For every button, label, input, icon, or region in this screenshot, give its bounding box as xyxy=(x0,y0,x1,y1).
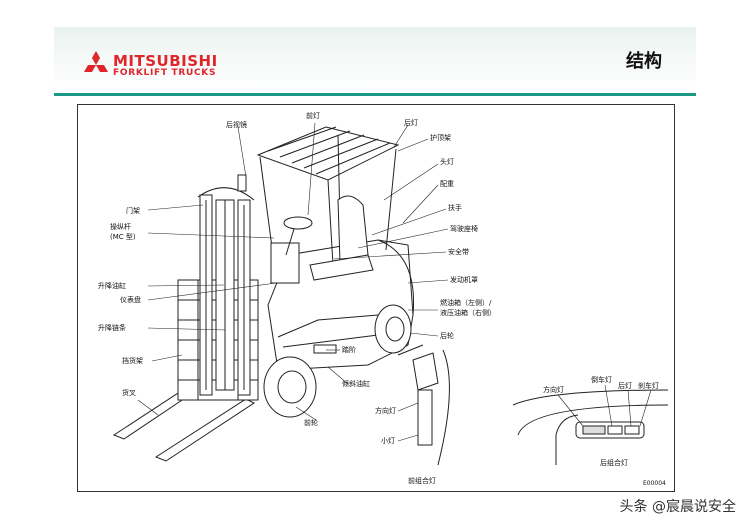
label-head-light: 头灯 xyxy=(440,157,454,166)
forklift-structure-diagram: 后视镜 前灯 后灯 护顶架 头灯 配重 门架 操纵杆 (MC 型) 扶手 驾驶座… xyxy=(98,111,669,487)
label-engine-hood: 发动机罩 xyxy=(450,275,478,284)
label-seat: 驾驶座椅 xyxy=(450,224,478,233)
label-control-lever-mc: (MC 型) xyxy=(110,232,136,241)
label-rear-turn-signal: 方向灯 xyxy=(543,385,564,394)
label-headlight-front: 前灯 xyxy=(306,111,320,120)
label-control-lever: 操纵杆 xyxy=(110,222,131,231)
label-lift-cylinder: 升降油缸 xyxy=(98,281,126,290)
brand-subtitle: FORKLIFT TRUCKS xyxy=(113,68,217,78)
page-title: 结构 xyxy=(626,51,662,72)
label-tail-light: 后灯 xyxy=(618,381,632,390)
mitsubishi-logo: MITSUBISHI FORKLIFT TRUCKS xyxy=(81,49,241,79)
label-tilt-cylinder: 倾斜油缸 xyxy=(342,379,370,388)
header: MITSUBISHI FORKLIFT TRUCKS 结构 xyxy=(54,27,696,93)
leader-lines xyxy=(137,122,652,442)
label-lift-chain: 升降链条 xyxy=(98,323,126,332)
label-seatbelt: 安全带 xyxy=(448,247,469,256)
watermark: 头条 @宸晨说安全 xyxy=(619,499,736,515)
three-diamonds-icon xyxy=(84,51,108,72)
part-labels: 后视镜 前灯 后灯 护顶架 头灯 配重 门架 操纵杆 (MC 型) 扶手 驾驶座… xyxy=(98,111,666,487)
label-rear-wheel: 后轮 xyxy=(440,331,454,340)
label-turn-signal: 方向灯 xyxy=(375,406,396,415)
label-step: 踏阶 xyxy=(342,345,356,354)
label-overhead-guard: 护顶架 xyxy=(430,133,451,142)
label-rear-mirror: 后视镜 xyxy=(226,120,247,129)
label-rear-combo-lamp: 后组合灯 xyxy=(600,458,628,467)
label-counterweight: 配重 xyxy=(440,180,454,188)
label-handle: 扶手 xyxy=(448,203,462,212)
diagram-frame: 后视镜 前灯 后灯 护顶架 头灯 配重 门架 操纵杆 (MC 型) 扶手 驾驶座… xyxy=(77,104,675,492)
label-hydraulic-tank: 液压油箱（右侧） xyxy=(440,308,496,317)
forklift-drawing xyxy=(112,126,669,466)
label-mast: 门架 xyxy=(126,206,140,215)
label-fuel-tank: 燃油箱（左侧）/ xyxy=(440,298,492,307)
label-reverse-light: 倒车灯 xyxy=(591,375,612,384)
header-divider xyxy=(54,93,696,96)
drawing-code: E00004 xyxy=(643,480,666,487)
label-front-wheel: 前轮 xyxy=(304,418,318,427)
label-load-backrest: 挡货架 xyxy=(122,356,143,365)
label-rear-light: 后灯 xyxy=(404,118,418,127)
label-dashboard: 仪表盘 xyxy=(120,295,141,304)
brand-name: MITSUBISHI xyxy=(113,52,218,70)
label-brake-light: 刹车灯 xyxy=(638,381,659,390)
label-fork: 货叉 xyxy=(122,388,136,397)
label-front-combo-lamp: 前组合灯 xyxy=(408,476,436,485)
label-small-light: 小灯 xyxy=(381,436,395,445)
header-band xyxy=(54,27,696,93)
